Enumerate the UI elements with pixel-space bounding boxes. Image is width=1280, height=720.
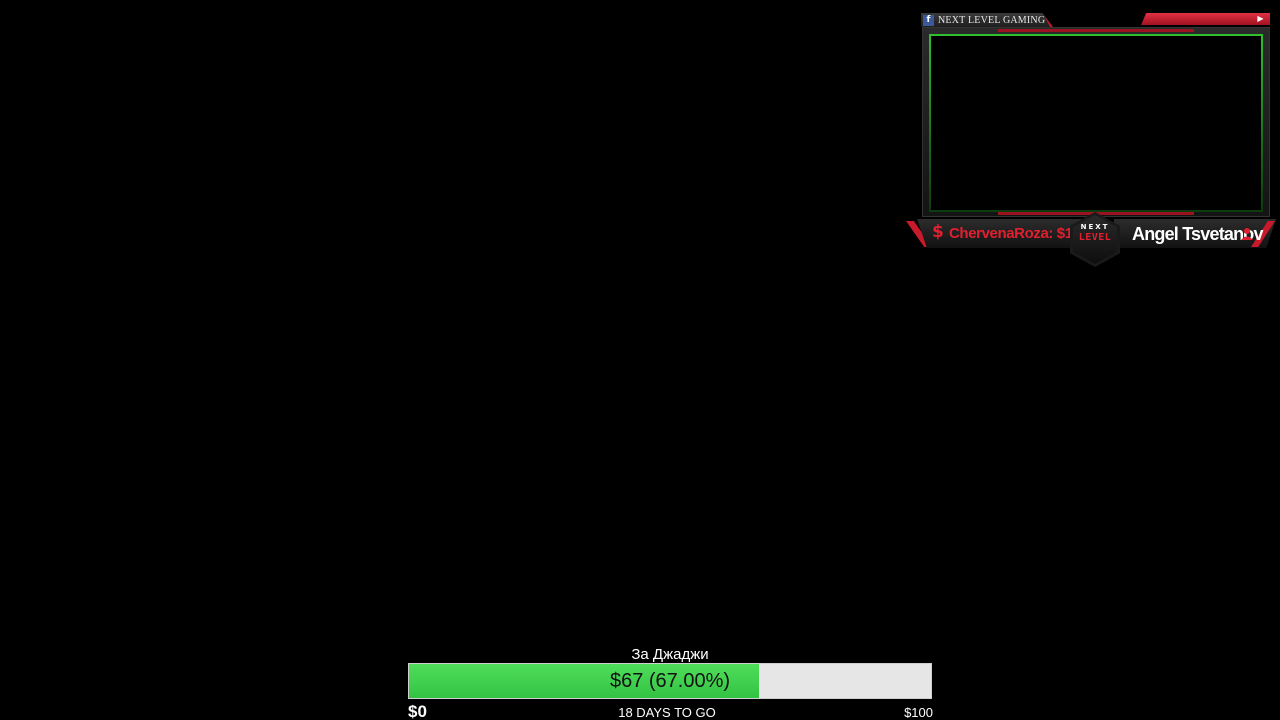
logo-next-text: NEXT — [1080, 223, 1110, 231]
goal-days-left: 18 DAYS TO GO — [618, 705, 716, 720]
youtube-icon: ▶ — [1257, 14, 1264, 23]
dollar-icon: $ — [932, 222, 944, 242]
info-banner: $ ChervenaRoza: $10.00 NEXT LEVEL Angel … — [900, 212, 1280, 267]
streamer-name: Angel Tsvetanov — [1132, 224, 1264, 244]
social-tab-label: NEXT LEVEL GAMING — [938, 14, 1046, 26]
streamer-panel — [1114, 219, 1276, 248]
logo-hex-inner — [1073, 215, 1117, 264]
goal-title: За Джаджи — [631, 646, 709, 663]
social-tab-left: f NEXT LEVEL GAMING — [921, 13, 1053, 27]
goal-progress-bar: $67 (67.00%) — [408, 663, 932, 699]
goal-progress-fill — [409, 664, 759, 698]
goal-min-label: $0 — [408, 702, 427, 720]
webcam-frame-accent-top — [998, 29, 1194, 32]
next-level-logo: NEXT LEVEL — [1070, 212, 1120, 267]
webcam-view — [929, 34, 1263, 212]
goal-amount: $67 (67.00%) — [609, 669, 731, 692]
donation-panel — [917, 219, 1082, 248]
latest-donation: ChervenaRoza: $10.00 — [949, 225, 1089, 242]
facebook-icon: f — [923, 14, 934, 26]
logo-level-text: LEVEL — [1078, 232, 1112, 243]
goal-max-label: $100 — [904, 705, 933, 720]
user-icon — [1241, 228, 1253, 240]
social-tab-right: ▶ — [1141, 13, 1270, 25]
